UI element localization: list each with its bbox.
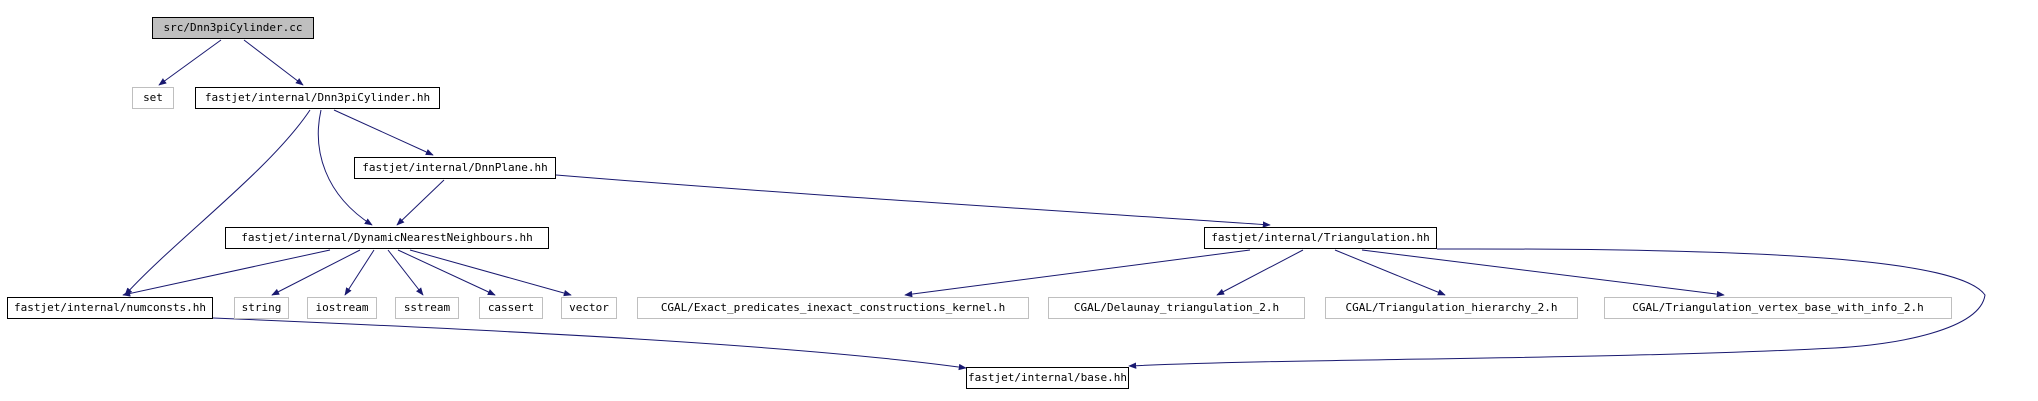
edge-dnnplane_hh-to-dynamic_nn_hh (396, 179, 445, 226)
node-set: set (132, 87, 174, 109)
edge-dnn3pi_hh-to-dnnplane_hh (333, 109, 434, 156)
edge-dnnplane_hh-to-triangulation_hh (555, 174, 1271, 228)
edge-triangulation_hh-to-base_hh (1128, 248, 1986, 369)
node-fastjet-internal-dnnplane-hh[interactable]: fastjet/internal/DnnPlane.hh (354, 157, 556, 179)
node-fastjet-internal-numconsts-hh[interactable]: fastjet/internal/numconsts.hh (7, 297, 213, 319)
node-fastjet-internal-triangulation-hh[interactable]: fastjet/internal/Triangulation.hh (1204, 227, 1437, 249)
edge-root-to-dnn3pi_hh (243, 39, 304, 86)
node-string: string (234, 297, 289, 319)
edge-triangulation_hh-to-cgal_hierarchy (1334, 249, 1446, 296)
edge-dynamic_nn_hh-to-sstream (387, 249, 424, 296)
node-vector: vector (561, 297, 617, 319)
edge-triangulation_hh-to-cgal_vertex (1361, 249, 1725, 298)
node-sstream: sstream (395, 297, 459, 319)
edge-dynamic_nn_hh-to-cassert (397, 249, 496, 296)
node-fastjet-internal-dnn3picylinder-hh[interactable]: fastjet/internal/Dnn3piCylinder.hh (195, 87, 440, 109)
node-cgal-triangulation-vertex-base-with-info-2: CGAL/Triangulation_vertex_base_with_info… (1604, 297, 1952, 319)
node-fastjet-internal-base-hh[interactable]: fastjet/internal/base.hh (966, 367, 1129, 389)
node-cgal-triangulation-hierarchy-2: CGAL/Triangulation_hierarchy_2.h (1325, 297, 1578, 319)
edge-dynamic_nn_hh-to-string (271, 249, 361, 296)
node-cgal-delaunay-triangulation-2: CGAL/Delaunay_triangulation_2.h (1048, 297, 1305, 319)
node-cassert: cassert (479, 297, 543, 319)
edge-dynamic_nn_hh-to-iostream (344, 249, 375, 296)
edge-root-to-set (158, 39, 222, 86)
edge-triangulation_hh-to-cgal_delaunay (1216, 249, 1304, 296)
node-cgal-exact-predicates-kernel: CGAL/Exact_predicates_inexact_constructi… (637, 297, 1029, 319)
edge-dnn3pi_hh-to-numconsts_hh (124, 109, 311, 296)
edge-triangulation_hh-to-cgal_kernel (904, 249, 1251, 298)
node-fastjet-internal-dynamicnearestneighbours-hh[interactable]: fastjet/internal/DynamicNearestNeighbour… (225, 227, 549, 249)
edge-numconsts_hh-to-base_hh (212, 317, 967, 371)
edge-dynamic_nn_hh-to-numconsts_hh (122, 249, 331, 297)
node-iostream: iostream (307, 297, 377, 319)
node-src-dnn3picylinder-cc: src/Dnn3piCylinder.cc (152, 17, 314, 39)
edge-dnn3pi_hh-to-dynamic_nn_hh (317, 109, 373, 226)
edge-dynamic_nn_hh-to-vector (409, 249, 572, 297)
